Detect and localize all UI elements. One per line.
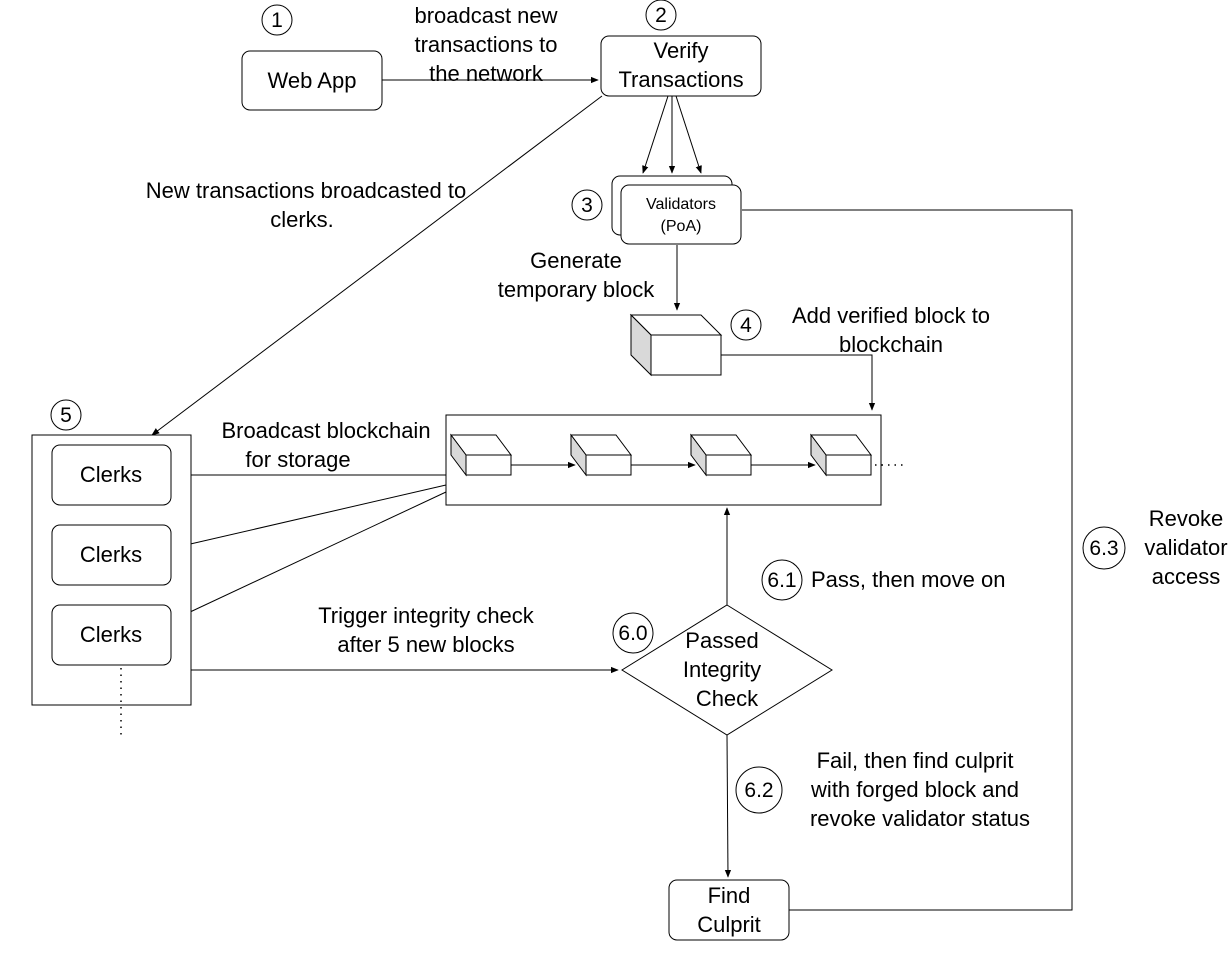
web-app-label: Web App — [268, 68, 357, 93]
clerk-node-3 — [51, 604, 172, 666]
culprit-label-line1: Find — [708, 883, 751, 908]
verify-label-line2: Transactions — [618, 67, 743, 92]
connector-culprit-to-validators — [742, 209, 1073, 911]
step-badge-6-0 — [612, 612, 654, 654]
step-badge-6-3 — [1082, 526, 1126, 570]
web-app-node — [241, 50, 383, 111]
step-number-1: 1 — [271, 9, 283, 32]
arrow-chain-to-clerk-3 — [172, 491, 447, 621]
broadcast-new-line3: the network — [429, 61, 544, 86]
step-number-6-2: 6.2 — [744, 779, 773, 802]
verify-transactions-node — [600, 35, 762, 97]
step-number-3: 3 — [581, 194, 593, 217]
add-verified-line2: blockchain — [839, 332, 943, 357]
step-badge-2 — [645, 0, 677, 31]
arrow-verify-to-validator-1 — [642, 95, 669, 174]
step-badge-6-1 — [761, 559, 803, 601]
revoke-line1: Revoke — [1149, 506, 1224, 531]
revoke-line3: access — [1152, 564, 1220, 589]
step-number-6-0: 6.0 — [618, 622, 647, 645]
step-badge-1 — [261, 4, 293, 36]
validators-label-line1: Validators — [646, 196, 716, 213]
verify-label-line1: Verify — [653, 38, 708, 63]
fail-line3: revoke validator status — [810, 806, 1030, 831]
step-badge-6-2 — [735, 766, 783, 814]
add-verified-line1: Add verified block to — [792, 303, 990, 328]
integrity-check-decision — [621, 604, 833, 736]
clerk-label-3: Clerks — [80, 622, 142, 647]
generate-temp-line2: temporary block — [498, 277, 656, 302]
step-number-6-1: 6.1 — [767, 569, 796, 592]
step-number-6-3: 6.3 — [1089, 537, 1118, 560]
decision-label-line1: Passed — [685, 628, 758, 653]
find-culprit-node — [668, 879, 790, 941]
step-badge-5 — [50, 399, 82, 431]
clerk-node-1 — [51, 444, 172, 506]
step-number-5: 5 — [60, 404, 72, 427]
arrow-fail-to-culprit — [724, 734, 732, 878]
culprit-label-line2: Culprit — [697, 912, 761, 937]
arrow-verify-to-clerks — [151, 95, 603, 436]
fail-line1: Fail, then find culprit — [817, 748, 1014, 773]
broadcast-chain-line1: Broadcast blockchain — [221, 418, 430, 443]
decision-label-line3: Check — [696, 686, 759, 711]
fail-line2: with forged block and — [810, 777, 1019, 802]
arrow-verify-to-validator-3 — [675, 95, 702, 174]
broadcast-new-line2: transactions to — [414, 32, 557, 57]
revoke-line2: validator — [1144, 535, 1227, 560]
step-badge-4 — [730, 309, 762, 341]
arrow-chain-to-clerk-2 — [172, 484, 447, 550]
step-number-2: 2 — [655, 4, 667, 27]
pass-label: Pass, then move on — [811, 567, 1005, 592]
trigger-check-line2: after 5 new blocks — [337, 632, 514, 657]
arrow-block-to-chain — [721, 354, 876, 411]
decision-label-line2: Integrity — [683, 657, 761, 682]
clerk-label-2: Clerks — [80, 542, 142, 567]
step-number-4: 4 — [740, 314, 752, 337]
trigger-check-line1: Trigger integrity check — [318, 603, 535, 628]
broadcast-new-line1: broadcast new — [414, 3, 557, 28]
step-badge-3 — [571, 189, 603, 221]
clerk-node-2 — [51, 524, 172, 586]
new-tx-clerks-line2: clerks. — [270, 207, 334, 232]
validators-label-line2: (PoA) — [661, 218, 702, 235]
blockchain-container — [445, 414, 882, 506]
broadcast-chain-line2: for storage — [245, 447, 350, 472]
validators-node — [620, 184, 742, 245]
clerk-label-1: Clerks — [80, 462, 142, 487]
temporary-block-icon — [630, 314, 722, 376]
generate-temp-line1: Generate — [530, 248, 622, 273]
new-tx-clerks-line1: New transactions broadcasted to — [146, 178, 466, 203]
